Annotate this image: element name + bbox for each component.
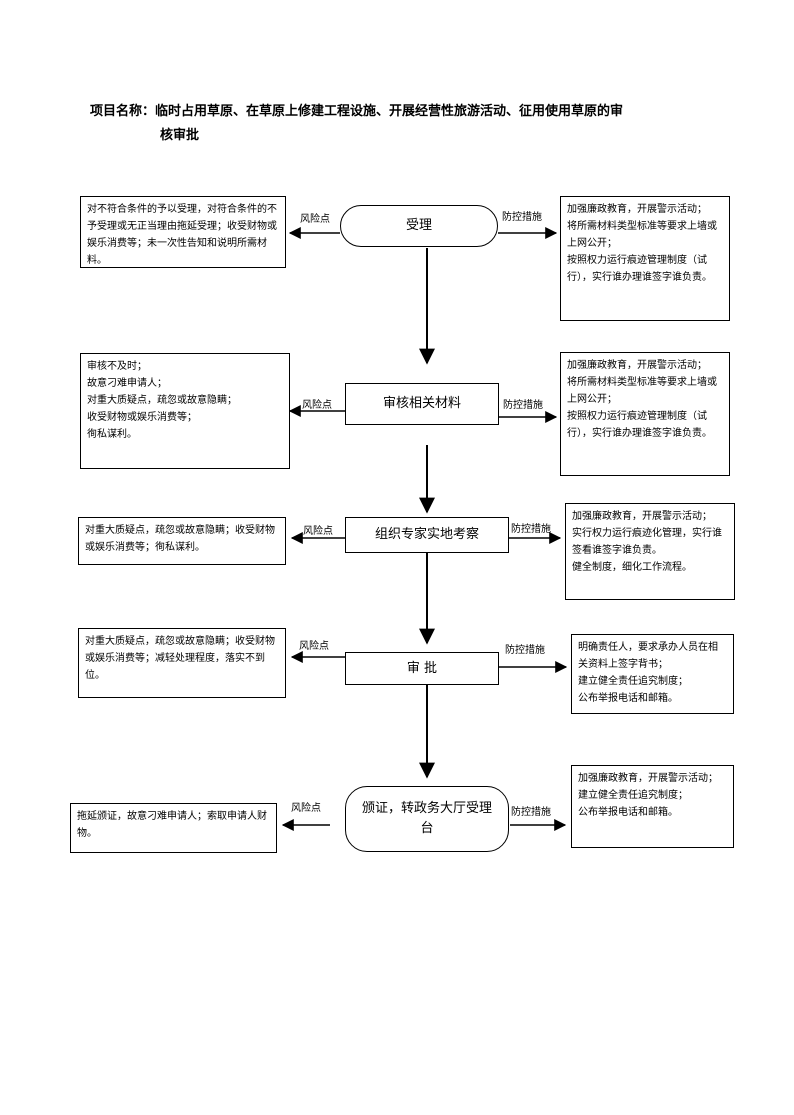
- control-text: 明确责任人，要求承办人员在相关资料上签字背书；: [578, 642, 718, 670]
- control-label-2: 防控措施: [503, 400, 543, 411]
- risk-label-2: 风险点: [302, 400, 332, 411]
- risk-text: 收受财物或娱乐消费等；: [87, 412, 197, 423]
- control-text: 公布举报电话和邮箱。: [578, 807, 678, 818]
- control-label-1: 防控措施: [502, 212, 542, 223]
- title-line-2: 核审批: [160, 128, 200, 143]
- control-label-3: 防控措施: [511, 524, 551, 535]
- risk-text: 故意刁难申请人；: [87, 378, 167, 389]
- control-text: 健全制度，细化工作流程。: [572, 562, 692, 573]
- control-box-5: 加强廉政教育，开展警示活动； 建立健全责任追究制度； 公布举报电话和邮箱。: [571, 765, 734, 848]
- risk-label-3: 风险点: [303, 526, 333, 537]
- step-approval: 审 批: [345, 652, 499, 685]
- control-text: 加强廉政教育，开展警示活动；: [578, 773, 718, 784]
- step-accept: 受理: [340, 205, 498, 247]
- control-text: 建立健全责任追究制度；: [578, 790, 688, 801]
- control-text: 按照权力运行痕迹管理制度（试行），实行谁办理谁签字谁负责。: [567, 411, 712, 439]
- control-text: 实行权力运行痕迹化管理，实行谁签看谁签字谁负责。: [572, 528, 722, 556]
- risk-label-4: 风险点: [299, 641, 329, 652]
- step-review-materials: 审核相关材料: [345, 383, 499, 425]
- control-text: 将所需材料类型标准等要求上墙或上网公开；: [567, 221, 717, 249]
- risk-box-2: 审核不及时； 故意刁难申请人； 对重大质疑点，疏忽或故意隐瞒； 收受财物或娱乐消…: [80, 353, 290, 469]
- control-label-4: 防控措施: [505, 645, 545, 656]
- control-box-1: 加强廉政教育，开展警示活动； 将所需材料类型标准等要求上墙或上网公开； 按照权力…: [560, 196, 730, 321]
- title-line-1: 项目名称：临时占用草原、在草原上修建工程设施、开展经营性旅游活动、征用使用草原的…: [90, 104, 624, 119]
- step-issue-certificate: 颁证，转政务大厅受理台: [345, 786, 509, 852]
- risk-text: 对重大质疑点，疏忽或故意隐瞒；收受财物或娱乐消费等；徇私谋利。: [85, 525, 275, 553]
- risk-label-1: 风险点: [300, 214, 330, 225]
- control-text: 公布举报电话和邮箱。: [578, 693, 678, 704]
- risk-text: 审核不及时；: [87, 361, 147, 372]
- control-label-5: 防控措施: [511, 807, 551, 818]
- risk-text: 对重大质疑点，疏忽或故意隐瞒；: [87, 395, 237, 406]
- control-text: 将所需材料类型标准等要求上墙或上网公开；: [567, 377, 717, 405]
- document-title: 项目名称：临时占用草原、在草原上修建工程设施、开展经营性旅游活动、征用使用草原的…: [90, 100, 710, 148]
- control-box-2: 加强廉政教育，开展警示活动； 将所需材料类型标准等要求上墙或上网公开； 按照权力…: [560, 352, 730, 476]
- risk-text: 徇私谋利。: [87, 429, 137, 440]
- risk-text: 拖延颁证，故意刁难申请人；索取申请人财物。: [77, 811, 267, 839]
- risk-box-4: 对重大质疑点，疏忽或故意隐瞒；收受财物或娱乐消费等；减轻处理程度，落实不到位。: [78, 628, 286, 698]
- risk-text: 对重大质疑点，疏忽或故意隐瞒；收受财物或娱乐消费等；减轻处理程度，落实不到位。: [85, 636, 275, 681]
- step-expert-inspection: 组织专家实地考察: [345, 517, 509, 553]
- control-text: 加强廉政教育，开展警示活动；: [572, 511, 712, 522]
- risk-label-5: 风险点: [291, 803, 321, 814]
- risk-text: 对不符合条件的予以受理，对符合条件的不予受理或无正当理由拖延受理；收受财物或娱乐…: [87, 204, 277, 266]
- risk-box-3: 对重大质疑点，疏忽或故意隐瞒；收受财物或娱乐消费等；徇私谋利。: [78, 517, 286, 565]
- control-text: 加强廉政教育，开展警示活动；: [567, 360, 707, 371]
- control-box-4: 明确责任人，要求承办人员在相关资料上签字背书； 建立健全责任追究制度； 公布举报…: [571, 634, 734, 714]
- control-text: 加强廉政教育，开展警示活动；: [567, 204, 707, 215]
- risk-box-1: 对不符合条件的予以受理，对符合条件的不予受理或无正当理由拖延受理；收受财物或娱乐…: [80, 196, 286, 268]
- risk-box-5: 拖延颁证，故意刁难申请人；索取申请人财物。: [70, 803, 277, 853]
- control-text: 建立健全责任追究制度；: [578, 676, 688, 687]
- control-box-3: 加强廉政教育，开展警示活动； 实行权力运行痕迹化管理，实行谁签看谁签字谁负责。 …: [565, 503, 735, 600]
- control-text: 按照权力运行痕迹管理制度（试行），实行谁办理谁签字谁负责。: [567, 255, 712, 283]
